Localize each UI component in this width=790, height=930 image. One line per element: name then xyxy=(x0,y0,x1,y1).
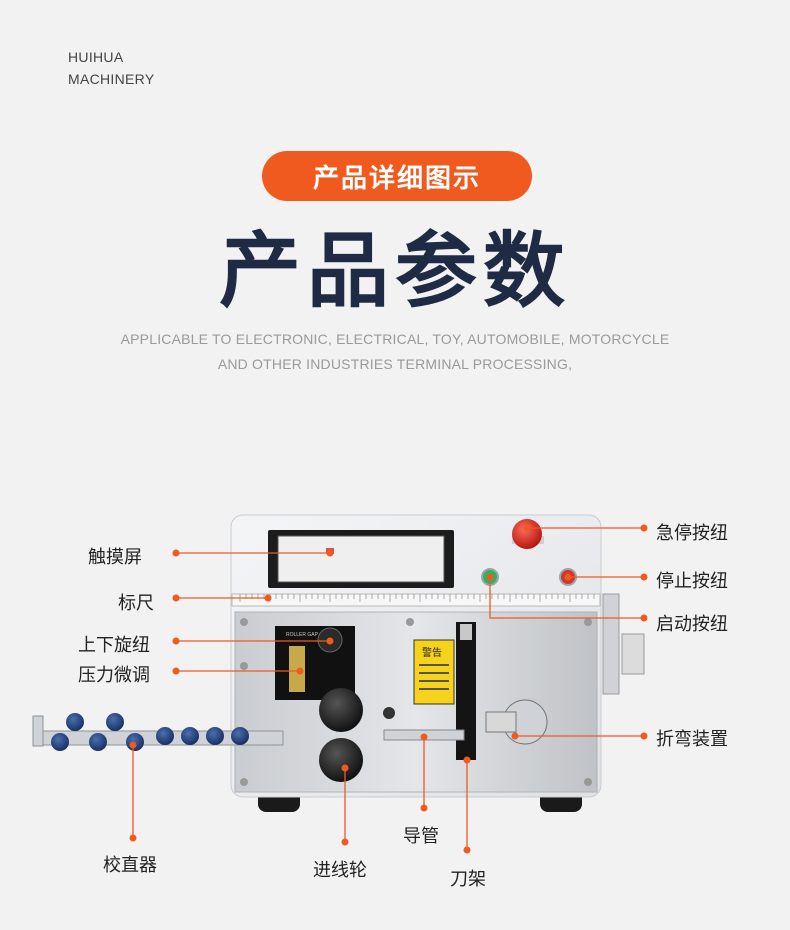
callout-dot xyxy=(172,667,180,675)
callout-dot xyxy=(420,733,428,741)
page-title: 产品参数 xyxy=(218,224,571,319)
blade-holder-top xyxy=(460,624,472,640)
panel-screw xyxy=(406,618,414,626)
panel-screw xyxy=(584,778,592,786)
straightener-roller xyxy=(106,713,124,731)
callout-dot xyxy=(420,804,428,812)
bending-device-arm xyxy=(485,711,517,733)
callout-dot xyxy=(172,549,180,557)
callout-dot xyxy=(640,524,648,532)
callout-label-ruler: 标尺 xyxy=(118,593,154,614)
touchscreen-display xyxy=(277,535,445,583)
straightener-roller xyxy=(181,727,199,745)
subtitle-line-1: APPLICABLE TO ELECTRONIC, ELECTRICAL, TO… xyxy=(120,331,670,347)
warning-text-lines xyxy=(419,680,449,682)
callout-dot xyxy=(326,637,334,645)
panel-screw xyxy=(240,778,248,786)
straightener-roller xyxy=(51,733,69,751)
callout-label-knob: 上下旋纽 xyxy=(78,635,150,656)
callout-label-emergency-stop: 急停按纽 xyxy=(656,523,728,544)
side-valve-gauge xyxy=(621,633,645,675)
straightener-rollers xyxy=(51,713,249,751)
emergency-stop-button xyxy=(512,519,542,549)
callout-label-touchscreen: 触摸屏 xyxy=(88,547,142,568)
blade-holder xyxy=(456,622,476,760)
brand-logo-text: HUIHUA MACHINERY xyxy=(68,46,154,90)
warning-text-lines xyxy=(419,672,449,674)
panel-screw xyxy=(240,662,248,670)
callout-label-blade-holder: 刀架 xyxy=(450,869,486,890)
warning-sign-text: 警告 xyxy=(422,646,442,659)
straightener-roller xyxy=(66,713,84,731)
callout-label-guide-tube: 导管 xyxy=(403,826,439,847)
callout-dot xyxy=(640,732,648,740)
callout-label-bending-device: 折弯装置 xyxy=(656,729,728,750)
ruler-ticks xyxy=(239,594,595,602)
guide-tube-knob xyxy=(383,707,395,719)
callout-dot xyxy=(640,573,648,581)
callout-label-pressure: 压力微调 xyxy=(78,665,150,686)
feed-wheel-top xyxy=(319,688,363,732)
callout-dot xyxy=(129,834,137,842)
straightener-bracket xyxy=(32,715,44,747)
callout-dot xyxy=(511,732,519,740)
section-pill: 产品详细图示 xyxy=(262,151,532,201)
callout-dot xyxy=(640,614,648,622)
straightener-roller xyxy=(156,727,174,745)
panel-screw xyxy=(584,618,592,626)
callout-dot xyxy=(523,524,531,532)
straightener-roller xyxy=(231,727,249,745)
callout-dot xyxy=(172,594,180,602)
callout-lines xyxy=(129,524,648,854)
callout-dot xyxy=(341,764,349,772)
callout-dot xyxy=(264,594,272,602)
side-valve xyxy=(602,593,620,695)
straightener-roller xyxy=(89,733,107,751)
subtitle-line-2: AND OTHER INDUSTRIES TERMINAL PROCESSING… xyxy=(217,356,573,372)
warning-text-lines xyxy=(419,688,449,690)
callout-dot xyxy=(172,637,180,645)
callout-dot xyxy=(341,838,349,846)
ruler xyxy=(231,593,601,607)
brand-line-2: MACHINERY xyxy=(68,71,155,87)
pressure-scale xyxy=(289,646,305,692)
callout-dot xyxy=(296,667,304,675)
straightener-roller xyxy=(126,733,144,751)
brand-line-1: HUIHUA xyxy=(68,49,124,65)
warning-text-lines xyxy=(419,664,449,666)
callout-line xyxy=(489,577,644,619)
callout-dot xyxy=(129,741,137,749)
callout-dot xyxy=(463,756,471,764)
callout-label-start-button: 启动按纽 xyxy=(656,614,728,635)
callout-dot xyxy=(486,573,494,581)
dial-label: ROLLER GAP xyxy=(286,632,319,638)
callout-label-stop-button: 停止按纽 xyxy=(656,571,728,592)
callout-label-feed-wheel: 进线轮 xyxy=(313,860,367,881)
callout-dot xyxy=(564,573,572,581)
callout-dot xyxy=(463,846,471,854)
callout-dot xyxy=(326,549,334,557)
panel-screw xyxy=(240,618,248,626)
callout-label-straightener: 校直器 xyxy=(103,855,157,876)
feed-wheel-bottom xyxy=(319,738,363,782)
straightener-roller xyxy=(206,727,224,745)
